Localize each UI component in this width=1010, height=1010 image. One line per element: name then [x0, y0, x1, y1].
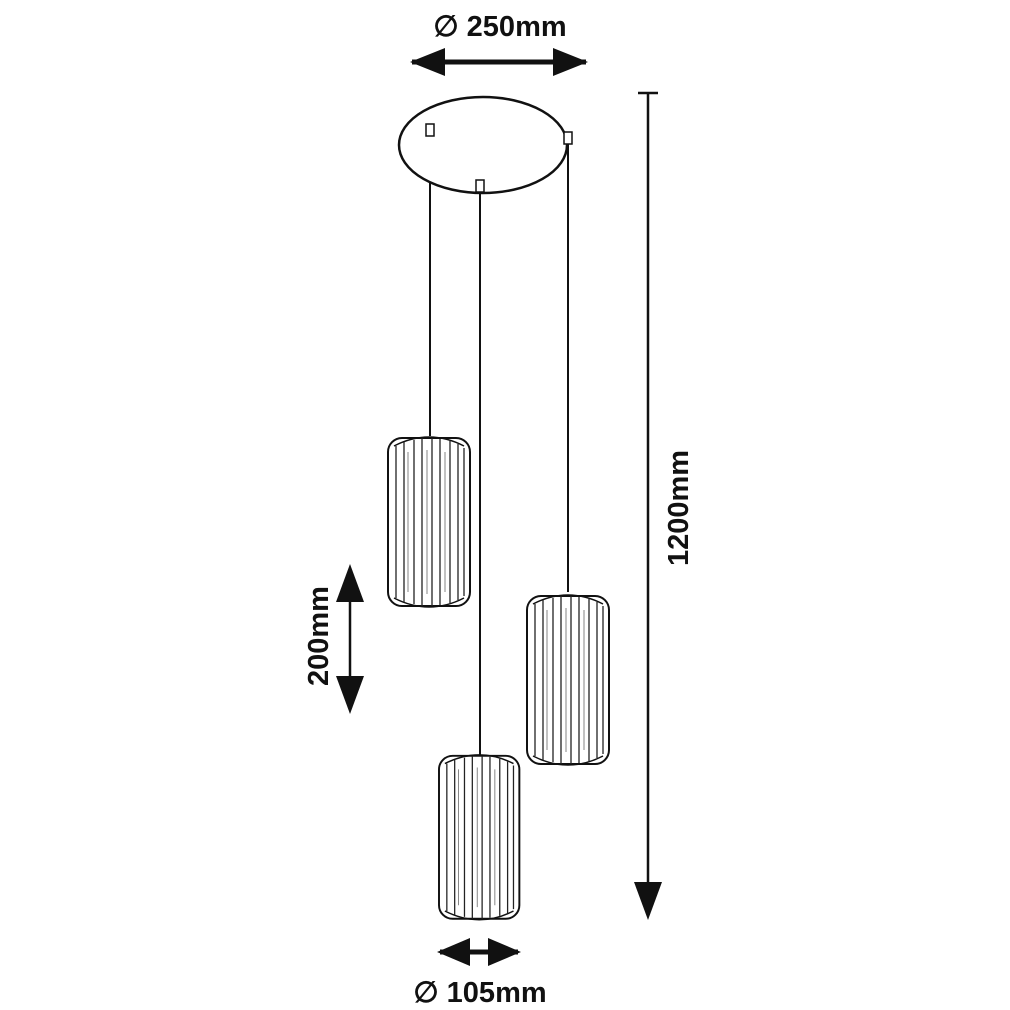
total-height-label: 1200mm	[663, 450, 695, 566]
lamp-shade-right	[526, 594, 610, 766]
arrow-up-icon	[336, 564, 364, 602]
arrow-down-icon	[634, 882, 662, 920]
lamp-shade-left	[387, 436, 471, 608]
arrow-right-icon	[553, 48, 588, 76]
arrow-left-icon	[437, 938, 470, 966]
arrow-down-icon	[336, 676, 364, 714]
shade-diameter-dimension: ∅ 105mm	[413, 938, 547, 1009]
canopy-diameter-label: ∅ 250mm	[433, 11, 566, 43]
canopy-diameter-dimension: ∅ 250mm	[410, 11, 588, 76]
total-height-dimension: 1200mm	[634, 91, 695, 920]
arrow-left-icon	[410, 48, 445, 76]
shade-diameter-label: ∅ 105mm	[413, 977, 546, 1009]
shade-height-dimension: 200mm	[303, 564, 364, 714]
ceiling-canopy	[397, 95, 573, 195]
arrow-right-icon	[488, 938, 521, 966]
shade-height-label: 200mm	[303, 586, 335, 686]
lamp-shade-bottom	[438, 753, 521, 921]
